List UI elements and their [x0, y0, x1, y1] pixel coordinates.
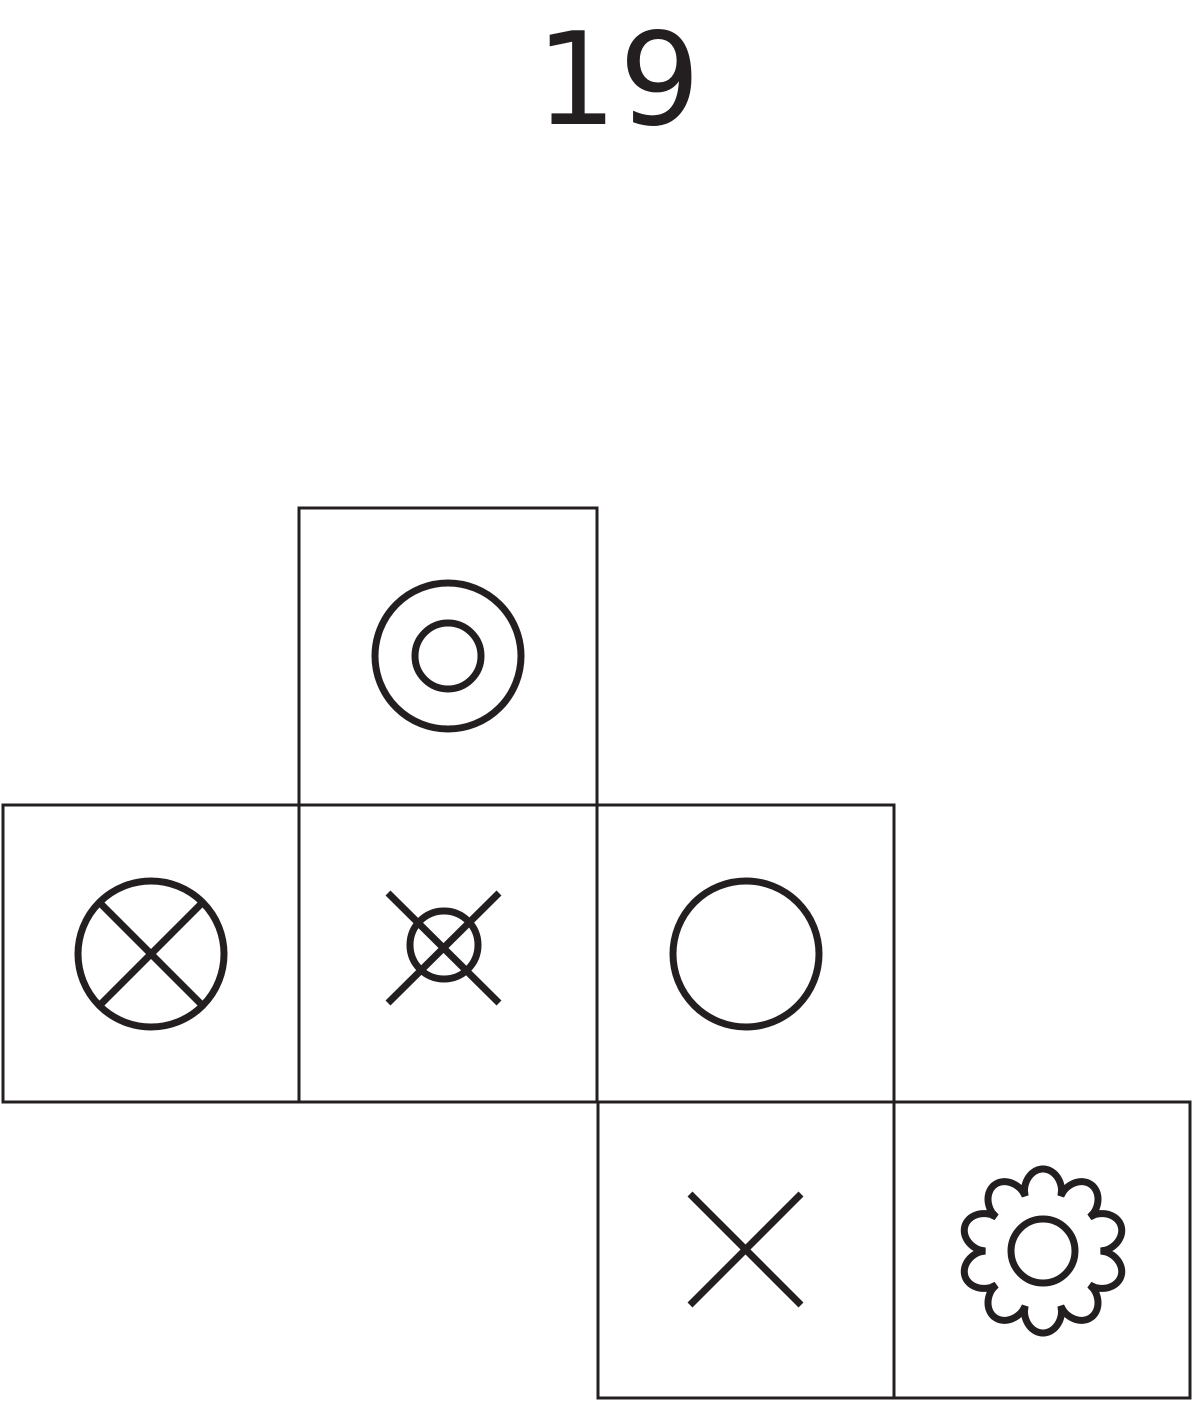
- flower-icon: [960, 1165, 1126, 1337]
- net-face-bottom: [596, 1100, 896, 1400]
- circle-with-cross-icon: [74, 877, 228, 1031]
- net-face-center: [297, 803, 599, 1104]
- net-face-right: [595, 803, 896, 1104]
- concentric-circles-icon: [371, 579, 525, 733]
- net-face-bottom-right: [892, 1100, 1192, 1400]
- cross-icon: [687, 1191, 804, 1308]
- circle-icon: [669, 877, 823, 1031]
- net-face-left: [1, 803, 301, 1104]
- small-circle-with-cross-icon: [385, 890, 502, 1006]
- net-face-top: [297, 506, 599, 807]
- puzzle-number: 19: [535, 6, 703, 155]
